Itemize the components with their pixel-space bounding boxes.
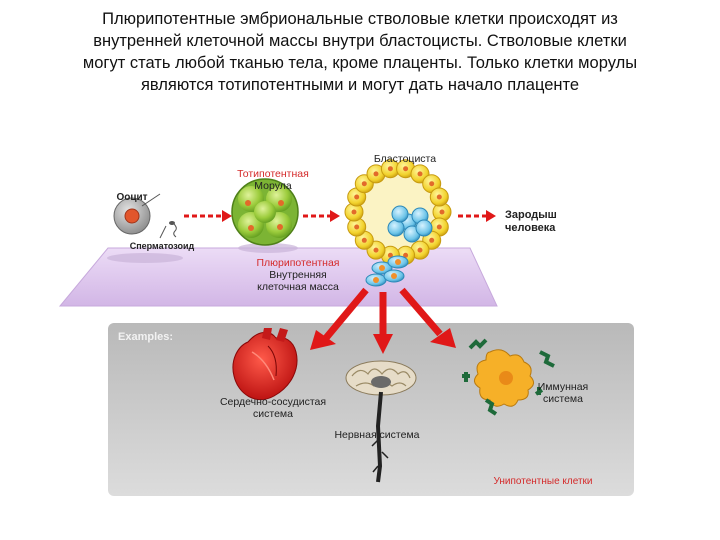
trophoblast-nucleus: [436, 224, 442, 230]
caption-line-3: могут стать любой тканью тела, кроме пла…: [82, 54, 638, 72]
caption: Плюрипотентные эмбриональные стволовые к…: [20, 8, 700, 96]
label-cardio-2: система: [253, 408, 293, 420]
label-cardio-1: Сердечно-сосудистая: [219, 396, 327, 408]
inner-mass-cell: [387, 219, 405, 237]
label-embryo-2: человека: [505, 222, 556, 234]
label-unipotent: Унипотентные клетки: [493, 476, 593, 487]
label-immune-1: Иммунная: [537, 381, 589, 393]
trophoblast-nucleus: [429, 237, 435, 243]
label-pluripotent: Плюрипотентная: [256, 257, 340, 269]
trophoblast-nucleus: [439, 209, 445, 215]
oocyte-cell: [113, 193, 161, 235]
label-totipotent-morula: Тотипотентная Морула: [218, 168, 328, 192]
trophoblast-nucleus: [429, 181, 435, 187]
label-inner: Внутренняя: [269, 269, 327, 281]
blastocyst-cell: [344, 159, 452, 265]
caption-line-2: внутренней клеточной массы внутри бласто…: [93, 32, 627, 50]
trophoblast-nucleus: [361, 181, 367, 187]
trophoblast-nucleus: [354, 194, 360, 200]
trophoblast-nucleus: [354, 224, 360, 230]
label-cell-mass: клеточная масса: [257, 281, 339, 293]
trophoblast-nucleus: [351, 209, 357, 215]
trophoblast-nucleus: [361, 237, 367, 243]
label-oocyte: Ооцит: [116, 192, 148, 203]
label-pluripotent-icm: Плюрипотентная Внутренняя клеточная масс…: [238, 257, 358, 293]
arrow-oocyte-morula: [184, 210, 232, 222]
trophoblast-nucleus: [436, 194, 442, 200]
inner-mass-cell: [415, 219, 433, 237]
arrow-morula-blastocyst: [303, 210, 340, 222]
immune-cell-image: [462, 338, 555, 416]
label-morula: Морула: [254, 180, 292, 192]
sperm-cell: [159, 221, 177, 239]
examples-panel: [108, 323, 634, 496]
arrow-to-heart: [310, 287, 369, 350]
trophoblast-nucleus: [403, 166, 409, 172]
inner-mass-cell: [391, 205, 409, 223]
label-nervous: Нервная система: [334, 429, 420, 441]
trophoblast-nucleus: [373, 247, 379, 253]
label-embryo: Зародыш человека: [505, 209, 595, 235]
trophoblast-nucleus: [387, 252, 393, 258]
caption-line-4: являются тотипотентными и могут дать нач…: [140, 76, 580, 94]
arrow-to-brain: [373, 292, 393, 354]
label-cardio: Сердечно-сосудистая система: [198, 396, 348, 420]
trophoblast-nucleus: [417, 171, 423, 177]
label-immune: Иммунная система: [518, 381, 608, 405]
arrow-blastocyst-embryo: [458, 210, 496, 222]
inner-cell-mass-cells: [365, 255, 409, 287]
trophoblast-nucleus: [373, 171, 379, 177]
label-sperm: Сперматозоид: [129, 241, 195, 251]
label-embryo-1: Зародыш: [505, 209, 557, 221]
label-blastocyst: Бластоциста: [373, 153, 437, 165]
brain-image: [345, 360, 417, 483]
label-totipotent: Тотипотентная: [237, 168, 309, 180]
trophoblast-nucleus: [403, 252, 409, 258]
arrow-to-immune: [399, 287, 456, 348]
label-examples: Examples:: [118, 331, 174, 343]
heart-image: [232, 328, 298, 401]
caption-line-1: Плюрипотентные эмбриональные стволовые к…: [102, 10, 618, 28]
trophoblast-nucleus: [417, 247, 423, 253]
trophoblast-nucleus: [387, 166, 393, 172]
label-immune-2: система: [543, 393, 583, 405]
morula-cell: [231, 178, 299, 246]
